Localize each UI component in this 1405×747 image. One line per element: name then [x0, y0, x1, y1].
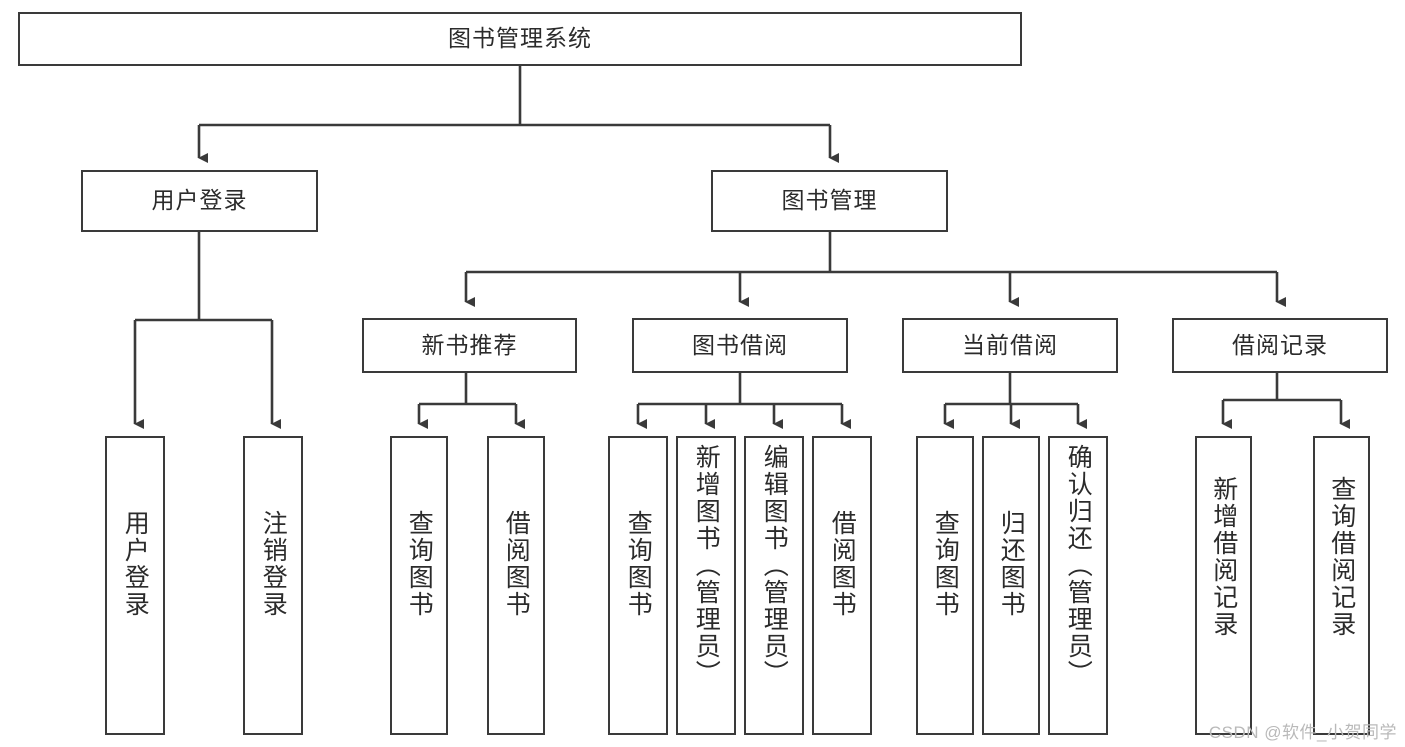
node-new-book-rec-label: 新书推荐 [421, 331, 518, 358]
node-leaf-user-login-label: 用户登录 [121, 510, 150, 618]
node-book-manage-label: 图书管理 [781, 187, 878, 214]
node-user-login[interactable]: 用户登录 [81, 170, 318, 232]
node-leaf-query-book-2-label: 查询图书 [624, 510, 653, 618]
node-current-borrow[interactable]: 当前借阅 [902, 318, 1118, 373]
node-leaf-borrow-book-2[interactable]: 借阅图书 [812, 436, 872, 735]
watermark-text: CSDN @软件_小贺同学 [1208, 723, 1397, 742]
node-leaf-add-record-label: 新增借阅记录 [1209, 476, 1238, 638]
node-leaf-confirm-return-label: 确认归还（管理员） [1064, 444, 1093, 687]
node-leaf-logout[interactable]: 注销登录 [243, 436, 303, 735]
node-book-borrow[interactable]: 图书借阅 [632, 318, 848, 373]
node-new-book-rec[interactable]: 新书推荐 [362, 318, 577, 373]
node-leaf-user-login[interactable]: 用户登录 [105, 436, 165, 735]
node-root[interactable]: 图书管理系统 [18, 12, 1022, 66]
node-leaf-return-book[interactable]: 归还图书 [982, 436, 1040, 735]
node-user-login-label: 用户登录 [151, 187, 248, 214]
node-leaf-borrow-book-1-label: 借阅图书 [502, 510, 531, 618]
node-book-borrow-label: 图书借阅 [692, 331, 788, 358]
node-leaf-query-book-3-label: 查询图书 [931, 510, 960, 618]
node-leaf-borrow-book-1[interactable]: 借阅图书 [487, 436, 545, 735]
node-leaf-query-book-1-label: 查询图书 [405, 510, 434, 618]
node-leaf-add-record[interactable]: 新增借阅记录 [1195, 436, 1252, 735]
node-leaf-query-book-2[interactable]: 查询图书 [608, 436, 668, 735]
node-leaf-edit-book-label: 编辑图书（管理员） [760, 444, 789, 687]
node-borrow-record[interactable]: 借阅记录 [1172, 318, 1388, 373]
node-leaf-logout-label: 注销登录 [259, 510, 288, 618]
node-leaf-query-record-label: 查询借阅记录 [1327, 476, 1356, 638]
node-borrow-record-label: 借阅记录 [1232, 331, 1328, 358]
node-leaf-query-book-1[interactable]: 查询图书 [390, 436, 448, 735]
node-current-borrow-label: 当前借阅 [962, 331, 1058, 358]
node-root-label: 图书管理系统 [448, 25, 592, 52]
node-book-manage[interactable]: 图书管理 [711, 170, 948, 232]
node-leaf-borrow-book-2-label: 借阅图书 [828, 510, 857, 618]
node-leaf-edit-book[interactable]: 编辑图书（管理员） [744, 436, 804, 735]
node-leaf-return-book-label: 归还图书 [997, 510, 1026, 618]
node-leaf-add-book[interactable]: 新增图书（管理员） [676, 436, 736, 735]
node-leaf-confirm-return[interactable]: 确认归还（管理员） [1048, 436, 1108, 735]
node-leaf-add-book-label: 新增图书（管理员） [692, 444, 721, 687]
node-leaf-query-book-3[interactable]: 查询图书 [916, 436, 974, 735]
node-leaf-query-record[interactable]: 查询借阅记录 [1313, 436, 1370, 735]
